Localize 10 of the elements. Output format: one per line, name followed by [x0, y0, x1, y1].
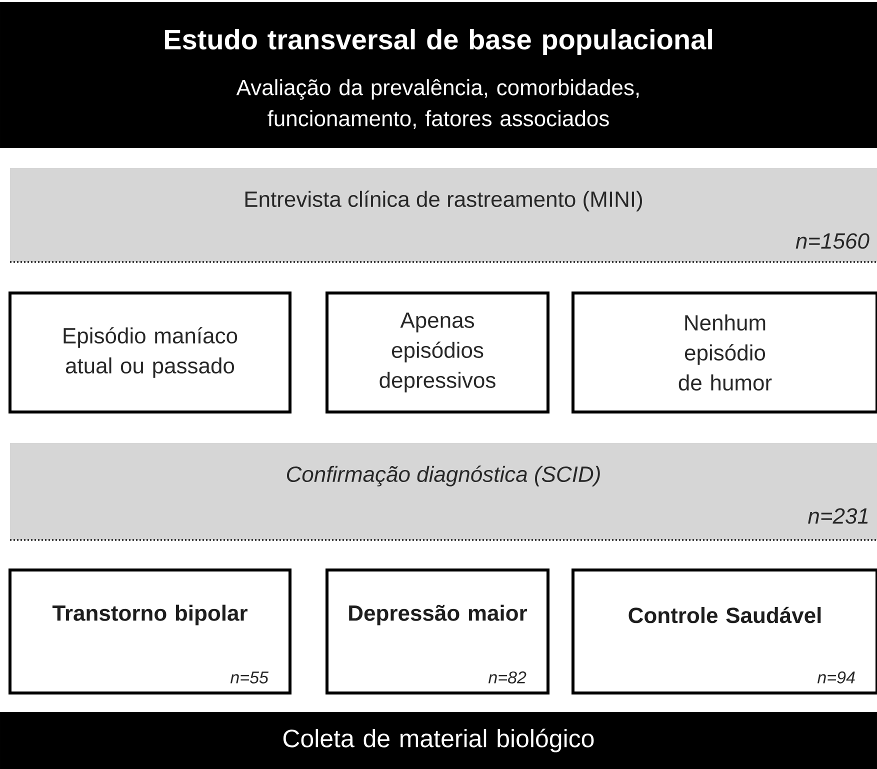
- category-box: Nenhum episódio de humor: [572, 292, 877, 414]
- step-band: Entrevista clínica de rastreamento (MINI) n=1560: [10, 168, 877, 263]
- title-banner: Estudo transversal de base populacional Avaliação da prevalência, comorbidades, funcionamento, fatores associados: [0, 2, 877, 148]
- final-banner: Coleta de material biológico: [0, 712, 877, 769]
- category-box: Apenas episódios depressivos: [326, 292, 550, 414]
- group-box: Controle Saudável n=94: [572, 568, 877, 694]
- category-box: Episódio maníaco atual ou passado: [8, 292, 292, 414]
- step-band: Confirmação diagnóstica (SCID) n=231: [10, 443, 877, 541]
- group-box: Depressão maior n=82: [326, 568, 550, 694]
- group-box: Transtorno bipolar n=55: [8, 568, 292, 694]
